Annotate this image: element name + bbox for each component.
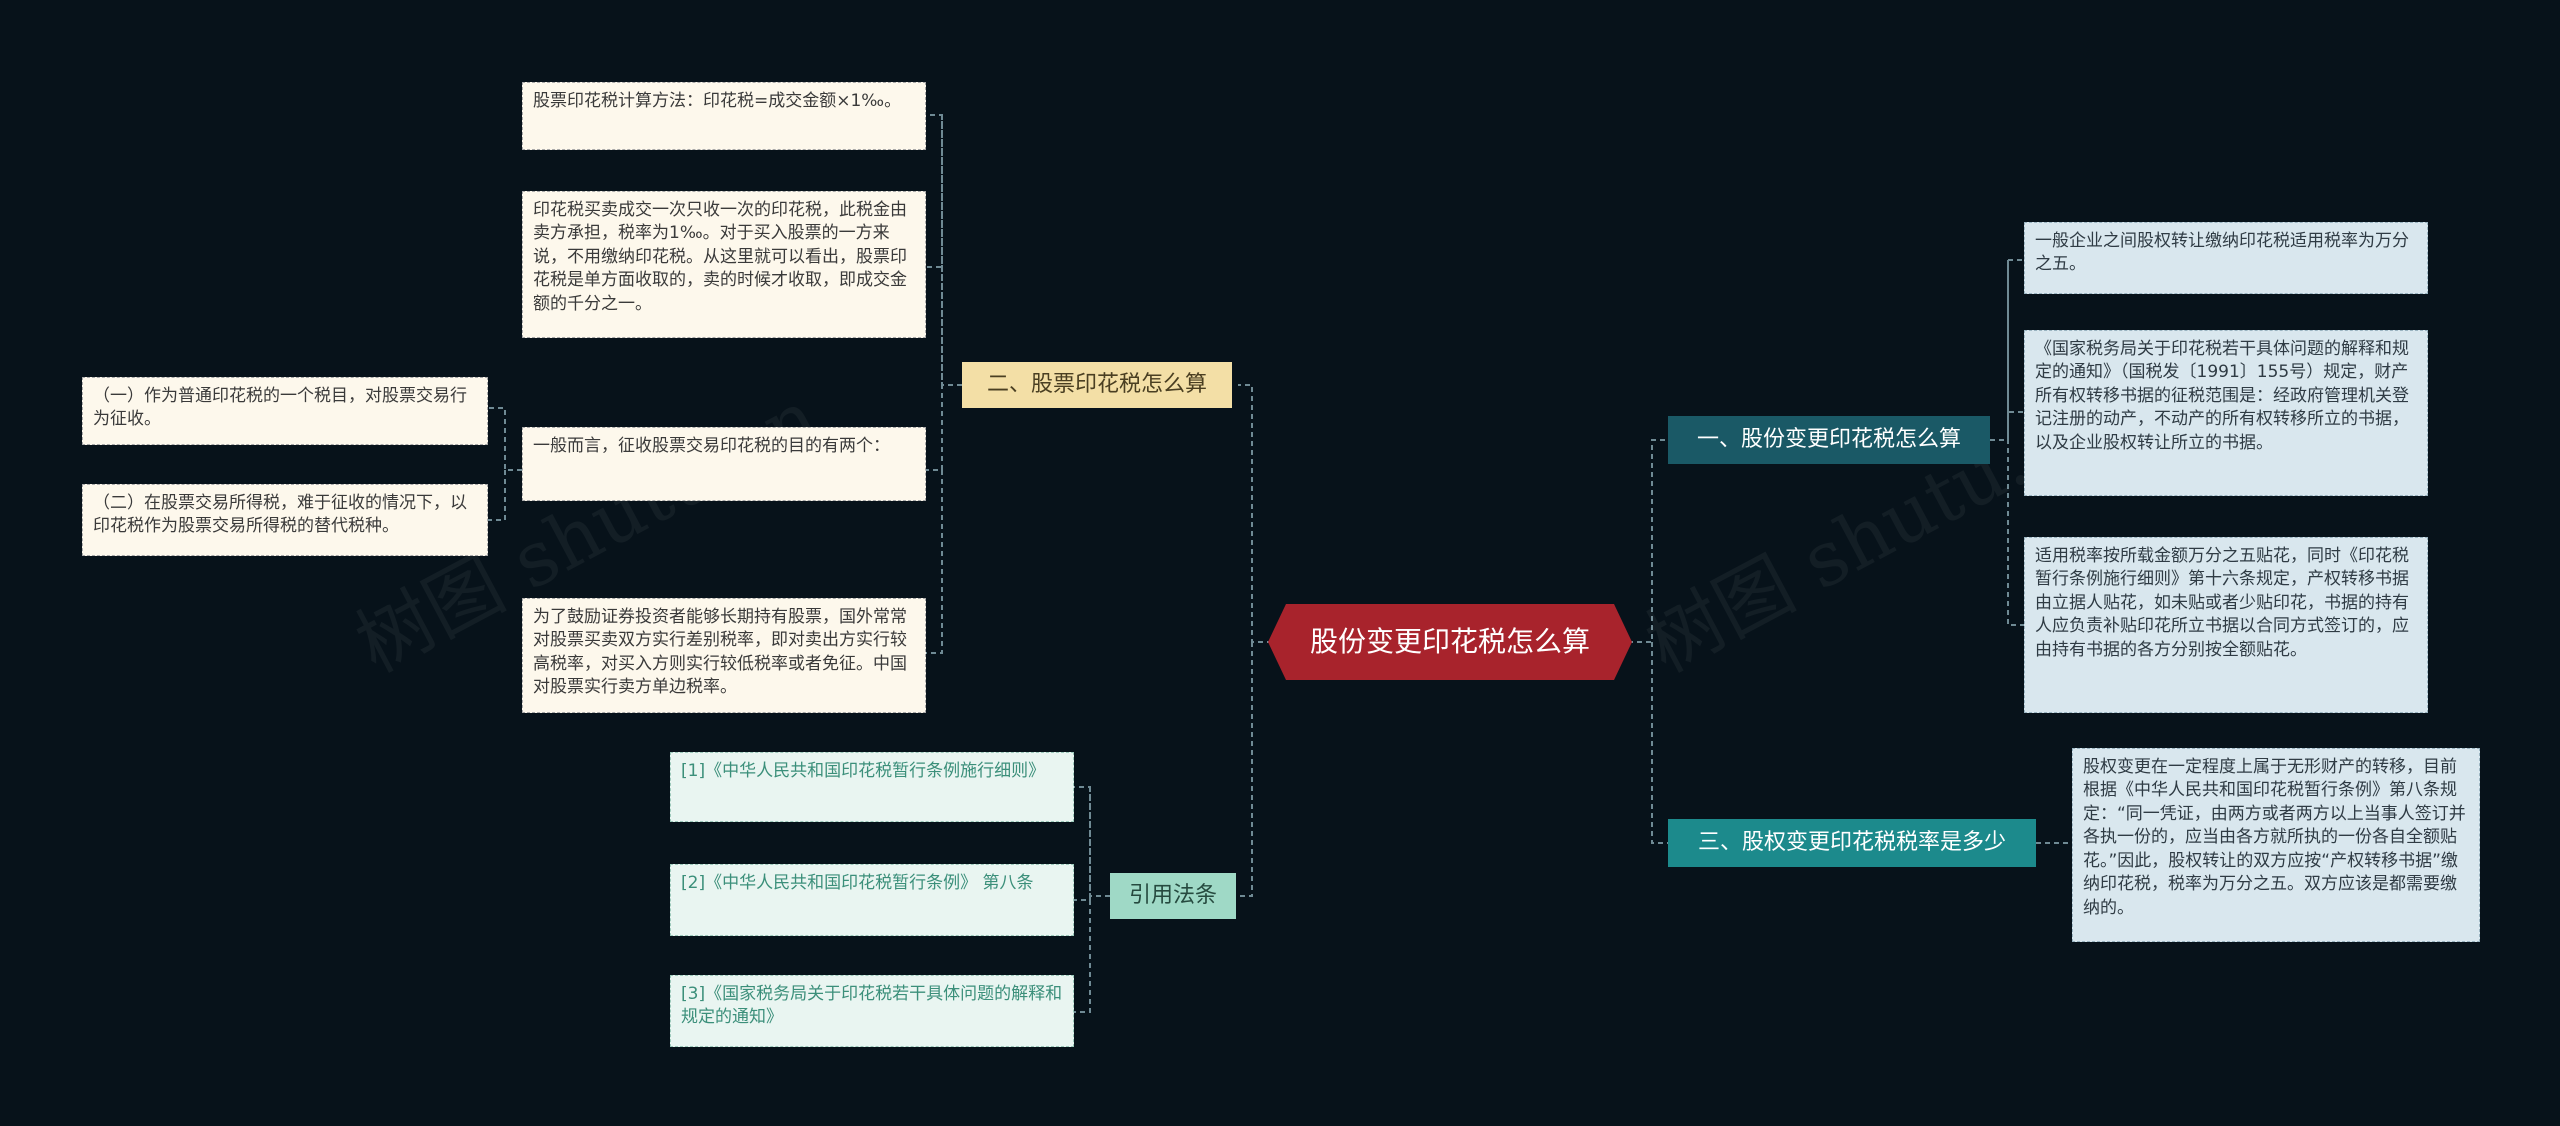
leaf-share-change-stamp: 适用税率按所载金额万分之五贴花，同时《印花税暂行条例施行细则》第十六条规定，产权… [2024,537,2428,713]
branch-stock-duty[interactable]: 二、股票印花税怎么算 [962,362,1232,408]
leaf-share-change-notice: 《国家税务局关于印花税若干具体问题的解释和规定的通知》（国税发〔1991〕155… [2024,330,2428,496]
citation-link-1[interactable]: [1]《中华人民共和国印花税暂行条例施行细则》 [670,752,1074,822]
branch-share-change[interactable]: 一、股份变更印花税怎么算 [1668,416,1990,464]
leaf-stock-duty-seller: 印花税买卖成交一次只收一次的印花税，此税金由卖方承担，税率为1‰。对于买入股票的… [522,191,926,338]
citation-link-3[interactable]: [3]《国家税务局关于印花税若干具体问题的解释和规定的通知》 [670,975,1074,1047]
branch-citations-label: 引用法条 [1128,882,1217,908]
branch-citations[interactable]: 引用法条 [1110,873,1236,919]
leaf-stock-duty-formula: 股票印花税计算方法：印花税=成交金额×1‰。 [522,82,926,150]
branch-equity-rate[interactable]: 三、股权变更印花税税率是多少 [1668,819,2036,867]
sub-leaf-purpose-1: （一）作为普通印花税的一个税目，对股票交易行为征收。 [82,377,488,445]
branch-share-change-label: 一、股份变更印花税怎么算 [1696,426,1961,452]
leaf-equity-rate-detail: 股权变更在一定程度上属于无形财产的转移，目前根据《中华人民共和国印花税暂行条例》… [2072,748,2480,942]
leaf-share-change-rate: 一般企业之间股权转让缴纳印花税适用税率为万分之五。 [2024,222,2428,294]
leaf-stock-duty-foreign: 为了鼓励证券投资者能够长期持有股票，国外常常对股票买卖双方实行差别税率，即对卖出… [522,598,926,713]
citation-link-2[interactable]: [2]《中华人民共和国印花税暂行条例》 第八条 [670,864,1074,936]
sub-leaf-purpose-2: （二）在股票交易所得税，难于征收的情况下，以印花税作为股票交易所得税的替代税种。 [82,484,488,556]
root-topic[interactable]: 股份变更印花税怎么算 [1268,604,1632,680]
branch-equity-rate-label: 三、股权变更印花税税率是多少 [1697,829,2006,855]
root-topic-label: 股份变更印花税怎么算 [1309,624,1590,658]
leaf-stock-duty-purpose: 一般而言，征收股票交易印花税的目的有两个： [522,427,926,501]
branch-stock-duty-label: 二、股票印花税怎么算 [986,371,1207,397]
